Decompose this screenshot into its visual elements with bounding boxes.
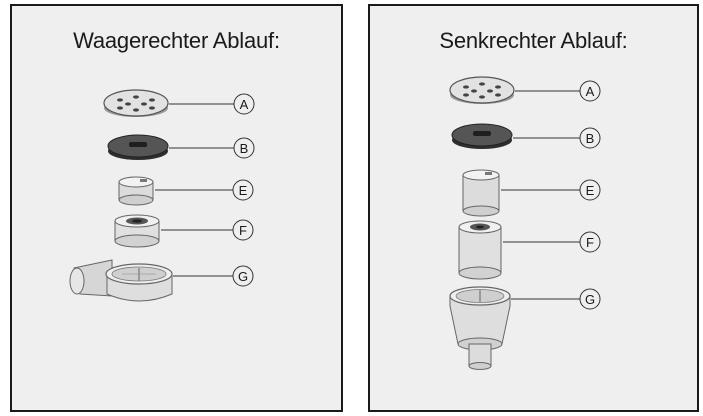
callout-f: F <box>232 219 254 241</box>
callout-f: F <box>579 231 601 253</box>
cover-part-b <box>451 123 513 149</box>
horizontal-drain-diagram: A B E F G <box>69 89 255 302</box>
callout-b: B <box>233 137 255 159</box>
bell-part-f <box>458 220 502 280</box>
callout-g: G <box>232 265 254 287</box>
svg-text:E: E <box>586 183 595 198</box>
grate-part-a <box>103 89 169 117</box>
svg-text:F: F <box>586 235 594 250</box>
drain-body-part-g <box>449 286 511 370</box>
svg-text:G: G <box>238 269 248 284</box>
vertical-drain-title: Senkrechter Ablauf: <box>439 28 628 53</box>
insert-part-e <box>462 169 500 217</box>
callout-b: B <box>579 127 601 149</box>
callout-e: E <box>232 179 254 201</box>
callout-a: A <box>579 80 601 102</box>
svg-text:F: F <box>239 223 247 238</box>
callout-e: E <box>579 179 601 201</box>
svg-text:G: G <box>585 292 595 307</box>
horizontal-drain-panel: Waagerechter Ablauf: <box>10 4 343 412</box>
callout-g: G <box>579 288 601 310</box>
vertical-drain-panel: Senkrechter Ablauf: <box>368 4 699 412</box>
svg-text:E: E <box>239 183 248 198</box>
svg-text:B: B <box>586 131 595 146</box>
horizontal-drain-title: Waagerechter Ablauf: <box>73 28 280 53</box>
svg-text:B: B <box>240 141 249 156</box>
svg-text:A: A <box>240 97 249 112</box>
cover-part-b <box>107 134 169 160</box>
drain-body-part-g <box>69 259 173 302</box>
svg-text:A: A <box>586 84 595 99</box>
insert-part-e <box>118 176 154 206</box>
callout-a: A <box>233 93 255 115</box>
bell-part-f <box>114 214 160 248</box>
grate-part-a <box>449 76 515 104</box>
vertical-drain-diagram: A B E F G <box>449 76 601 370</box>
